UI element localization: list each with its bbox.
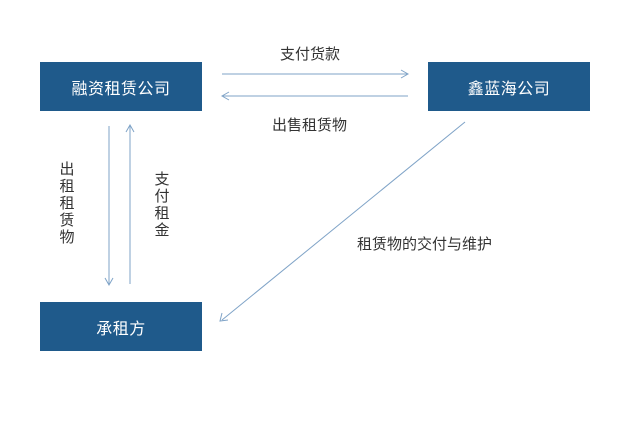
node-xinlanhai-company: 鑫蓝海公司 [428, 62, 590, 111]
arrow-deliver [221, 121, 466, 321]
arrowhead-pay-goods [400, 69, 410, 79]
node-leasing-company-label: 融资租赁公司 [71, 78, 171, 98]
edge-label-sell-goods: 出售租赁物 [272, 116, 348, 134]
node-lessee-label: 承租方 [96, 318, 146, 338]
node-xinlanhai-company-label: 鑫蓝海公司 [467, 78, 551, 98]
node-leasing-company: 融资租赁公司 [40, 62, 202, 111]
edge-label-pay-goods: 支付货款 [280, 45, 341, 63]
edge-label-pay-rent: 支付租金 [154, 170, 170, 239]
node-lessee: 承租方 [40, 302, 202, 351]
arrowhead-deliver [219, 312, 229, 322]
arrowhead-lease-out [104, 277, 114, 287]
edge-label-deliver: 租赁物的交付与维护 [357, 235, 493, 253]
arrowhead-sell-goods [220, 91, 230, 101]
arrowhead-pay-rent [125, 123, 135, 133]
edge-label-lease-out: 出租租赁物 [59, 160, 75, 246]
